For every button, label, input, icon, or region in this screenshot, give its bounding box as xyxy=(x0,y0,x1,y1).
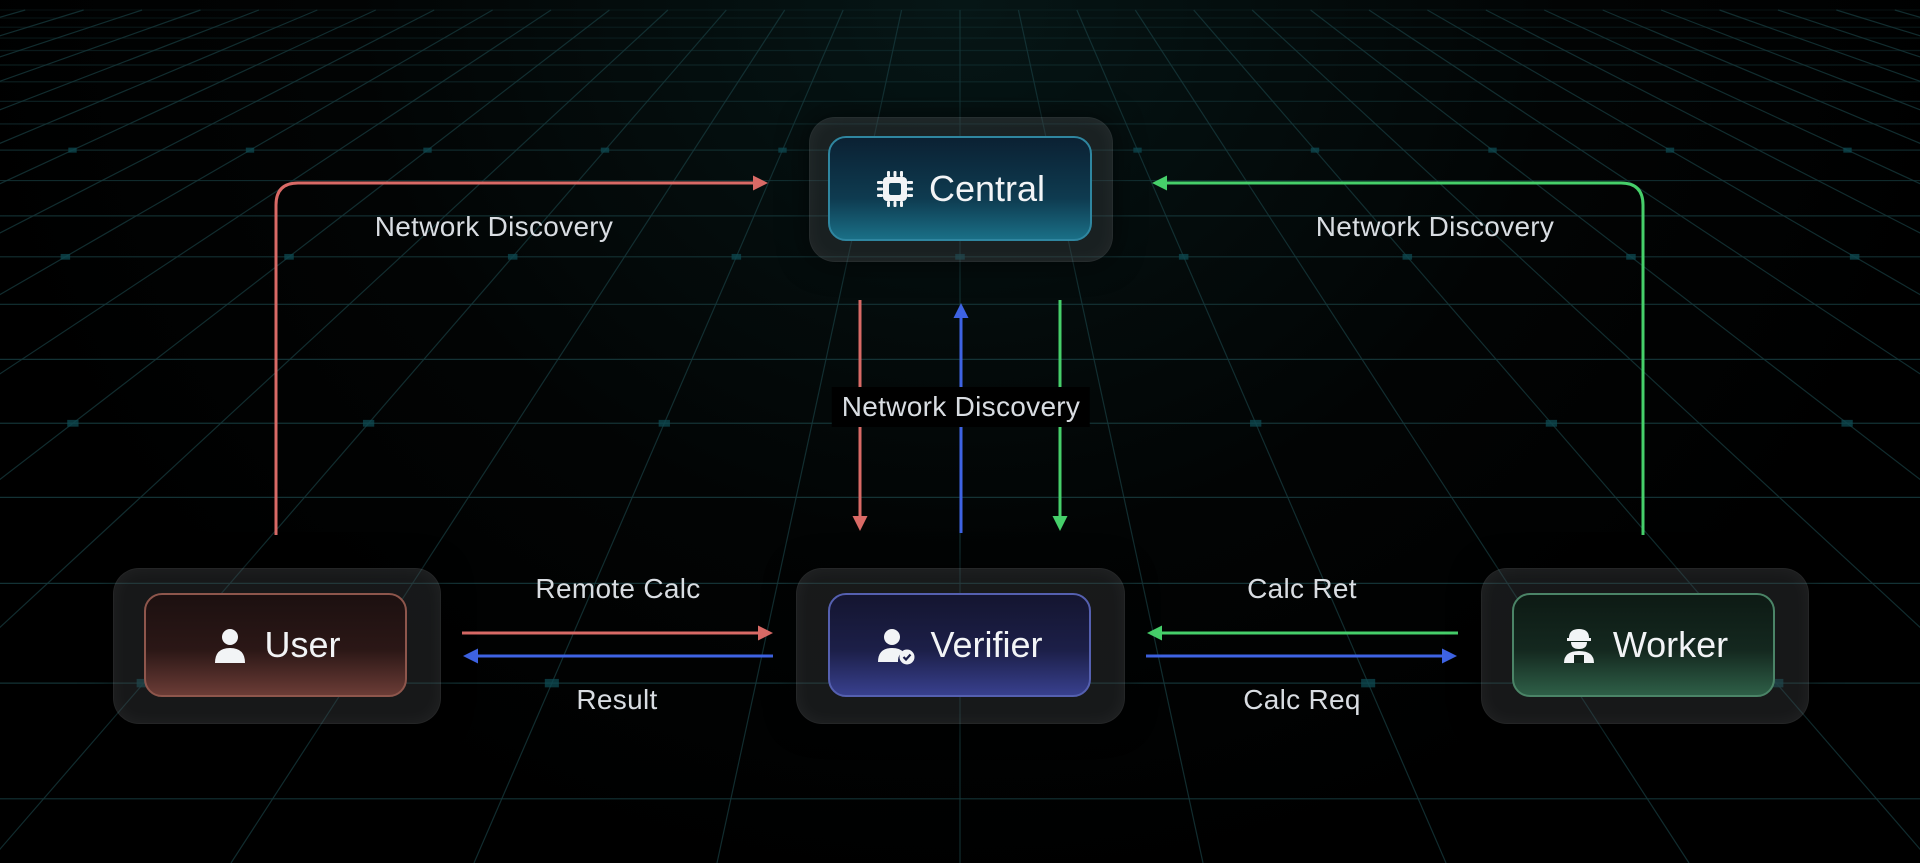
grid-node-marker xyxy=(955,253,965,260)
grid-node-marker xyxy=(1843,147,1852,153)
grid-node-marker xyxy=(1250,419,1262,427)
label-worker-to-central: Network Discovery xyxy=(1315,211,1555,242)
worker-hardhat-icon xyxy=(1559,625,1599,665)
grid-radial-line xyxy=(1251,9,1920,629)
grid-radial-line xyxy=(0,9,377,185)
grid-radial-line xyxy=(0,9,669,629)
grid-node-marker xyxy=(544,678,559,688)
worker-node-label: Worker xyxy=(1612,624,1729,665)
grid-node-marker xyxy=(1310,147,1320,153)
grid-node-marker xyxy=(1665,147,1675,153)
grid-node-marker xyxy=(1488,147,1497,153)
person-check-icon xyxy=(876,625,916,665)
grid-node-marker xyxy=(68,147,77,153)
grid-node-marker xyxy=(284,253,294,260)
verifier-node-label: Verifier xyxy=(930,624,1043,665)
grid-node-marker xyxy=(1402,253,1413,260)
worker-node[interactable]: Worker xyxy=(1512,593,1775,697)
grid-node-marker xyxy=(1626,253,1636,260)
grid-node-marker xyxy=(423,147,432,153)
grid-node-marker xyxy=(600,147,610,153)
grid-radial-line xyxy=(0,9,435,234)
grid-node-marker xyxy=(1849,253,1860,260)
grid-radial-line xyxy=(1368,9,1920,375)
label-verifier-to-user: Result xyxy=(576,684,658,715)
user-node-label: User xyxy=(264,624,341,665)
label-user-to-verifier: Remote Calc xyxy=(535,573,701,604)
central-node[interactable]: Central xyxy=(828,136,1092,241)
central-node-label: Central xyxy=(928,167,1046,209)
label-verifier-to-worker: Calc Req xyxy=(1243,684,1361,715)
user-node[interactable]: User xyxy=(144,593,407,697)
label-worker-to-verifier: Calc Ret xyxy=(1247,573,1357,604)
grid-node-marker xyxy=(245,147,255,153)
grid-node-marker xyxy=(778,147,787,153)
grid-node-marker xyxy=(136,678,151,688)
grid-node-marker xyxy=(362,419,375,427)
grid-node-marker xyxy=(60,253,71,260)
label-user-to-central: Network Discovery xyxy=(374,211,614,242)
grid-node-marker xyxy=(67,419,79,427)
grid-node-marker xyxy=(1545,419,1558,427)
grid-node-marker xyxy=(1841,419,1853,427)
grid-node-marker xyxy=(1178,253,1189,260)
verifier-node[interactable]: Verifier xyxy=(828,593,1091,697)
grid-radial-line xyxy=(1134,9,1690,863)
grid-radial-line xyxy=(1543,9,1920,185)
arrow-user-to-central xyxy=(274,175,768,535)
grid-node-marker xyxy=(658,419,670,427)
grid-node-marker xyxy=(1133,147,1142,153)
grid-node-marker xyxy=(1361,678,1376,688)
grid-node-marker xyxy=(731,253,742,260)
person-icon xyxy=(210,625,250,665)
grid-node-marker xyxy=(507,253,518,260)
grid-node-marker xyxy=(1769,678,1784,688)
label-central-verifier: Network Discovery xyxy=(831,387,1091,427)
grid-radial-line xyxy=(0,9,552,375)
grid-radial-line xyxy=(230,9,786,863)
arrow-worker-to-central xyxy=(1152,175,1645,535)
chip-icon xyxy=(875,169,915,209)
grid-radial-line xyxy=(1485,9,1920,234)
